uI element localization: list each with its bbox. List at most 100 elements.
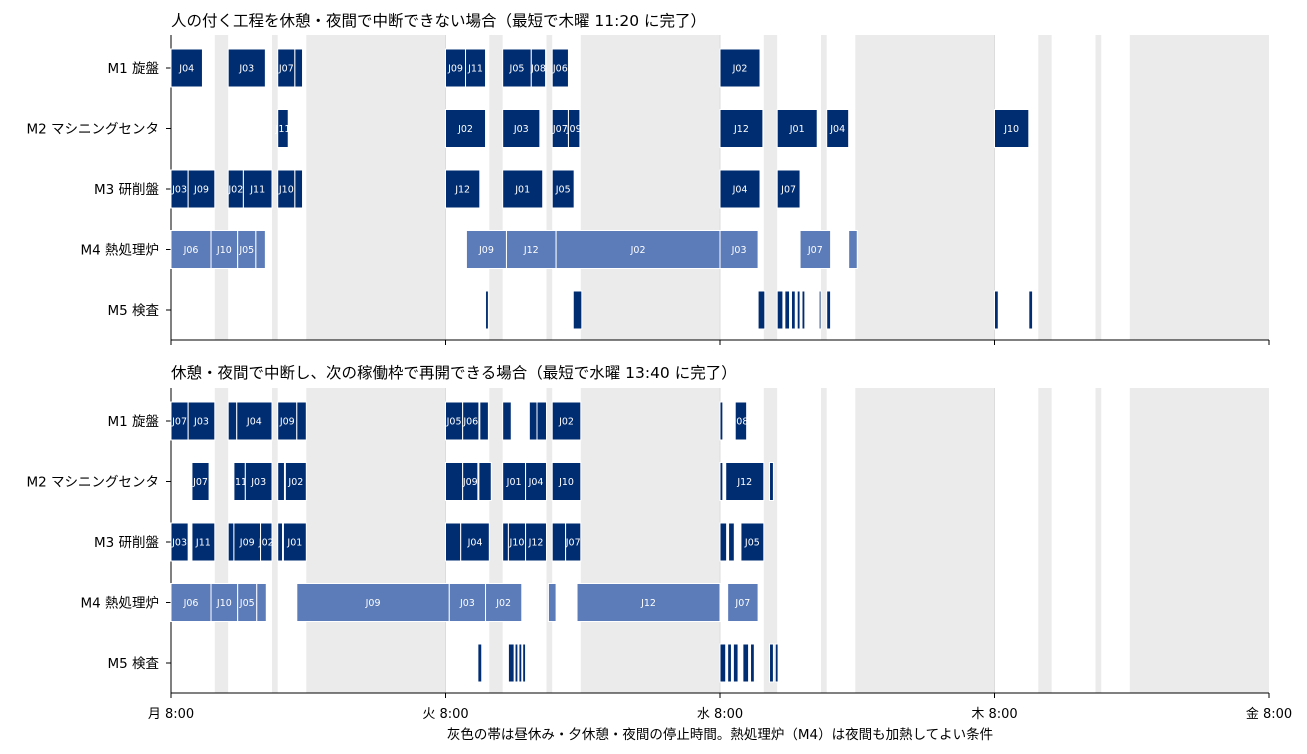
stop-band xyxy=(580,388,720,693)
task-bar xyxy=(1028,290,1034,330)
task-label: J12 xyxy=(733,124,749,135)
machine-label: M5 検査 xyxy=(107,656,159,672)
task-bar xyxy=(518,643,523,683)
task-label: J09 xyxy=(239,538,255,549)
task-label: J06 xyxy=(552,64,568,75)
task-label: J04 xyxy=(528,477,544,488)
task-label: J03 xyxy=(459,598,475,609)
task-bar xyxy=(282,522,307,562)
machine-label: M2 マシニングセンタ xyxy=(26,122,159,138)
stop-band xyxy=(820,35,827,340)
stop-band xyxy=(820,388,827,693)
stop-band xyxy=(489,388,503,693)
stop-band xyxy=(1038,388,1052,693)
task-bar xyxy=(210,230,239,269)
task-bar xyxy=(445,522,462,562)
machine-label: M4 熱処理炉 xyxy=(80,596,159,612)
task-bar xyxy=(725,462,765,501)
task-bar xyxy=(505,230,557,269)
task-label: J09 xyxy=(566,124,582,135)
stop-band xyxy=(855,388,995,693)
task-bar xyxy=(233,522,262,562)
task-bar xyxy=(719,401,724,441)
task-label: J03 xyxy=(238,64,254,75)
task-bar xyxy=(502,48,532,88)
task-bar xyxy=(790,290,796,330)
task-bar xyxy=(776,109,818,148)
task-bar xyxy=(536,401,547,441)
task-label: J05 xyxy=(239,598,255,609)
task-bar xyxy=(462,462,479,501)
task-label: J02 xyxy=(732,64,748,75)
task-label: J07 xyxy=(807,245,823,256)
task-bar xyxy=(170,522,189,562)
task-label: J12 xyxy=(523,245,539,256)
task-bar xyxy=(170,48,203,88)
task-bar xyxy=(445,169,481,209)
task-bar xyxy=(227,48,266,88)
task-bar xyxy=(187,169,216,209)
task-bar xyxy=(719,462,724,501)
stop-band xyxy=(546,35,553,340)
task-label: J04 xyxy=(829,124,845,135)
task-label: J04 xyxy=(178,64,194,75)
task-label: J03 xyxy=(513,124,529,135)
task-bar xyxy=(479,401,489,441)
task-bar xyxy=(485,583,523,622)
task-bar xyxy=(776,290,784,330)
task-label: J10 xyxy=(278,185,294,196)
task-bar xyxy=(750,643,755,683)
task-bar xyxy=(727,643,732,683)
task-bar xyxy=(528,401,538,441)
task-bar xyxy=(719,48,761,88)
task-bar xyxy=(445,109,487,148)
task-bar xyxy=(818,290,822,330)
stop-band xyxy=(546,388,553,693)
task-bar xyxy=(530,48,547,88)
task-bar xyxy=(522,643,527,683)
stop-band xyxy=(1038,35,1052,340)
task-bar xyxy=(551,462,582,501)
task-label: J12 xyxy=(640,598,656,609)
task-label: J10 xyxy=(558,477,574,488)
task-bar xyxy=(284,462,307,501)
task-label: J02 xyxy=(258,538,274,549)
task-label: J01 xyxy=(506,477,522,488)
task-label: J10 xyxy=(216,245,232,256)
task-bar xyxy=(784,290,791,330)
task-label: J01 xyxy=(286,538,302,549)
task-bar xyxy=(994,109,1030,148)
task-bar xyxy=(796,290,801,330)
task-bar xyxy=(719,169,761,209)
stop-band xyxy=(271,388,278,693)
task-label: J05 xyxy=(238,245,254,256)
task-label: J07 xyxy=(278,64,294,75)
task-bar xyxy=(244,462,273,501)
task-label: J07 xyxy=(734,598,750,609)
x-axis-caption: 灰色の帯は昼休み・夕休憩・夜間の停止時間。熱処理炉（M4）は夜間も加熱してよい条… xyxy=(447,726,993,743)
task-bar xyxy=(732,643,739,683)
task-label: J04 xyxy=(732,185,748,196)
task-bar xyxy=(742,643,750,683)
task-bar xyxy=(826,109,850,148)
task-bar xyxy=(719,643,727,683)
task-label: J09 xyxy=(462,477,478,488)
task-bar xyxy=(728,522,735,562)
task-bar xyxy=(465,230,507,269)
task-bar xyxy=(260,522,273,562)
task-label: J03 xyxy=(171,185,187,196)
stop-band xyxy=(306,388,446,693)
task-label: J07 xyxy=(565,538,581,549)
task-bar xyxy=(551,401,582,441)
task-label: J09 xyxy=(478,245,494,256)
task-bar xyxy=(485,290,489,330)
task-bar xyxy=(296,583,450,622)
task-bar xyxy=(277,522,284,562)
task-label: J08 xyxy=(530,64,546,75)
task-label: J11 xyxy=(275,124,291,135)
task-bar xyxy=(734,401,748,441)
machine-label: M3 研削盤 xyxy=(94,535,160,551)
task-label: J12 xyxy=(528,538,544,549)
